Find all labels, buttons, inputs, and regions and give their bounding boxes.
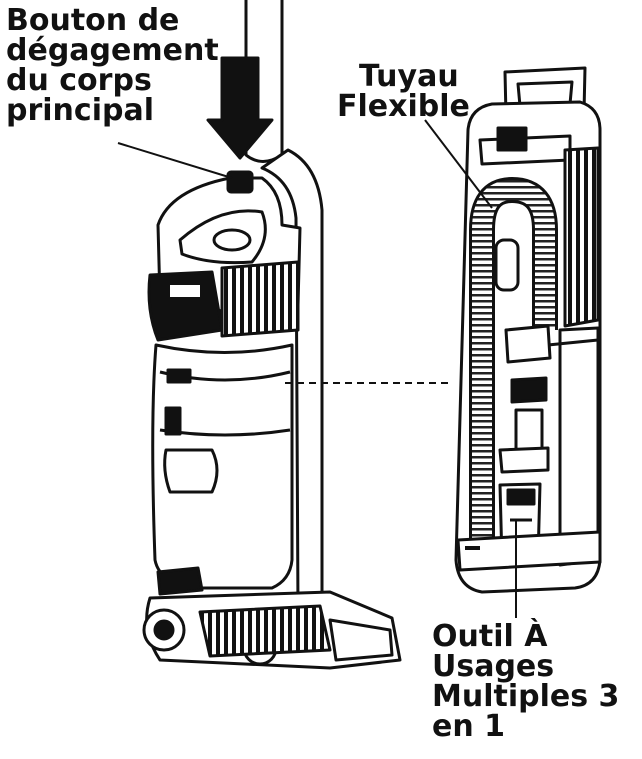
bin-latch [166,408,180,434]
label-line: principal [6,96,219,126]
label-release-button: Bouton de dégagement du corps principal [6,6,219,126]
label-line: Tuyau [337,62,470,92]
hose-cuff [506,326,550,362]
label-line: du corps [6,66,219,96]
label-line: Bouton de [6,6,219,36]
label-line: Multiples 3 [432,682,619,712]
label-line: en 1 [432,712,619,742]
rear-latch [498,128,526,150]
release-button [228,172,252,192]
label-line: dégagement [6,36,219,66]
label-line: Flexible [337,92,470,122]
vacuum-rear-view [456,68,600,592]
cooling-fins [222,262,298,336]
battery-pack [149,272,222,340]
leader-release [118,143,232,178]
label-line: Outil À [432,622,619,652]
label-multi-tool: Outil À Usages Multiples 3 en 1 [432,622,619,742]
label-flexible-hose: Tuyau Flexible [337,62,470,122]
label-line: Usages [432,652,619,682]
